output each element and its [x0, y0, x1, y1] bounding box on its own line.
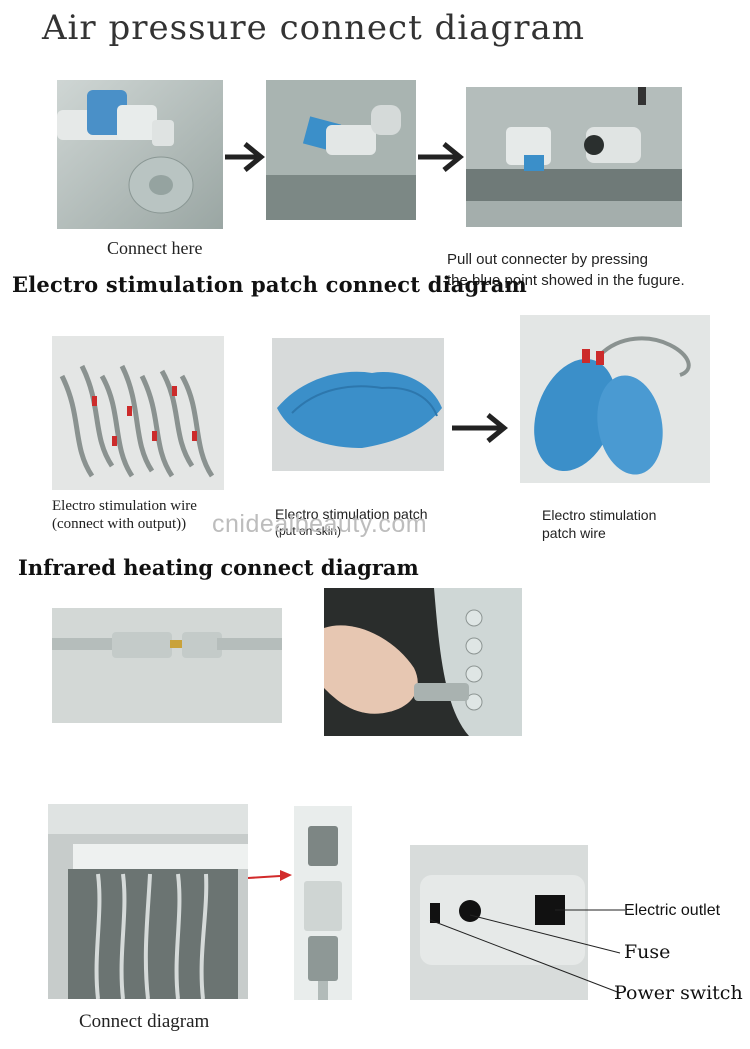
air-caption-pull-out-line1: Pull out connecter by pressing	[447, 251, 648, 268]
electro-patchwire-caption-line2: patch wire	[542, 525, 606, 541]
electro-patch-caption-line2: (put on skin)	[275, 524, 342, 538]
electro-patchwire-caption-line1: Electro stimulation	[542, 507, 657, 523]
air-pressure-title: Air pressure connect diagram	[42, 8, 585, 48]
air-caption-connect-here: Connect here	[107, 238, 203, 258]
electro-wire-caption-line1: Electro stimulation wire	[52, 498, 197, 514]
label-power-switch: Power switch	[614, 982, 743, 1004]
infrared-photo-hand	[324, 588, 522, 736]
label-fuse: Fuse	[624, 941, 671, 963]
arrow-icon	[418, 142, 464, 172]
electro-patch-caption-line1: Electro stimulation patch	[275, 506, 428, 522]
watermark: cnidealbeauty.com	[212, 510, 428, 538]
connect-photo-foot-port	[294, 806, 352, 1000]
air-photo-connected	[266, 80, 416, 220]
air-photo-disconnected	[466, 87, 682, 227]
electro-photo-patches	[272, 338, 444, 471]
electro-title: Electro stimulation patch connect diagra…	[12, 272, 527, 297]
label-electric-outlet: Electric outlet	[624, 902, 721, 919]
air-photo-connector	[57, 80, 223, 229]
red-arrow-icon	[248, 870, 292, 881]
infrared-title: Infrared heating connect diagram	[18, 555, 419, 580]
arrow-icon	[225, 142, 265, 172]
connect-caption: Connect diagram	[79, 1011, 210, 1032]
air-caption-pull-out-line2: the blue point showed in the fugure.	[447, 272, 685, 289]
arrow-icon	[452, 413, 508, 443]
electro-photo-wires	[52, 336, 224, 490]
infrared-photo-plug	[52, 608, 282, 723]
electro-wire-caption-line2: (connect with output))	[52, 516, 187, 532]
connect-photo-ports	[48, 804, 248, 999]
electro-photo-patch-wire	[520, 315, 710, 483]
connect-photo-panel	[410, 845, 588, 1000]
connector-lines	[429, 909, 625, 994]
